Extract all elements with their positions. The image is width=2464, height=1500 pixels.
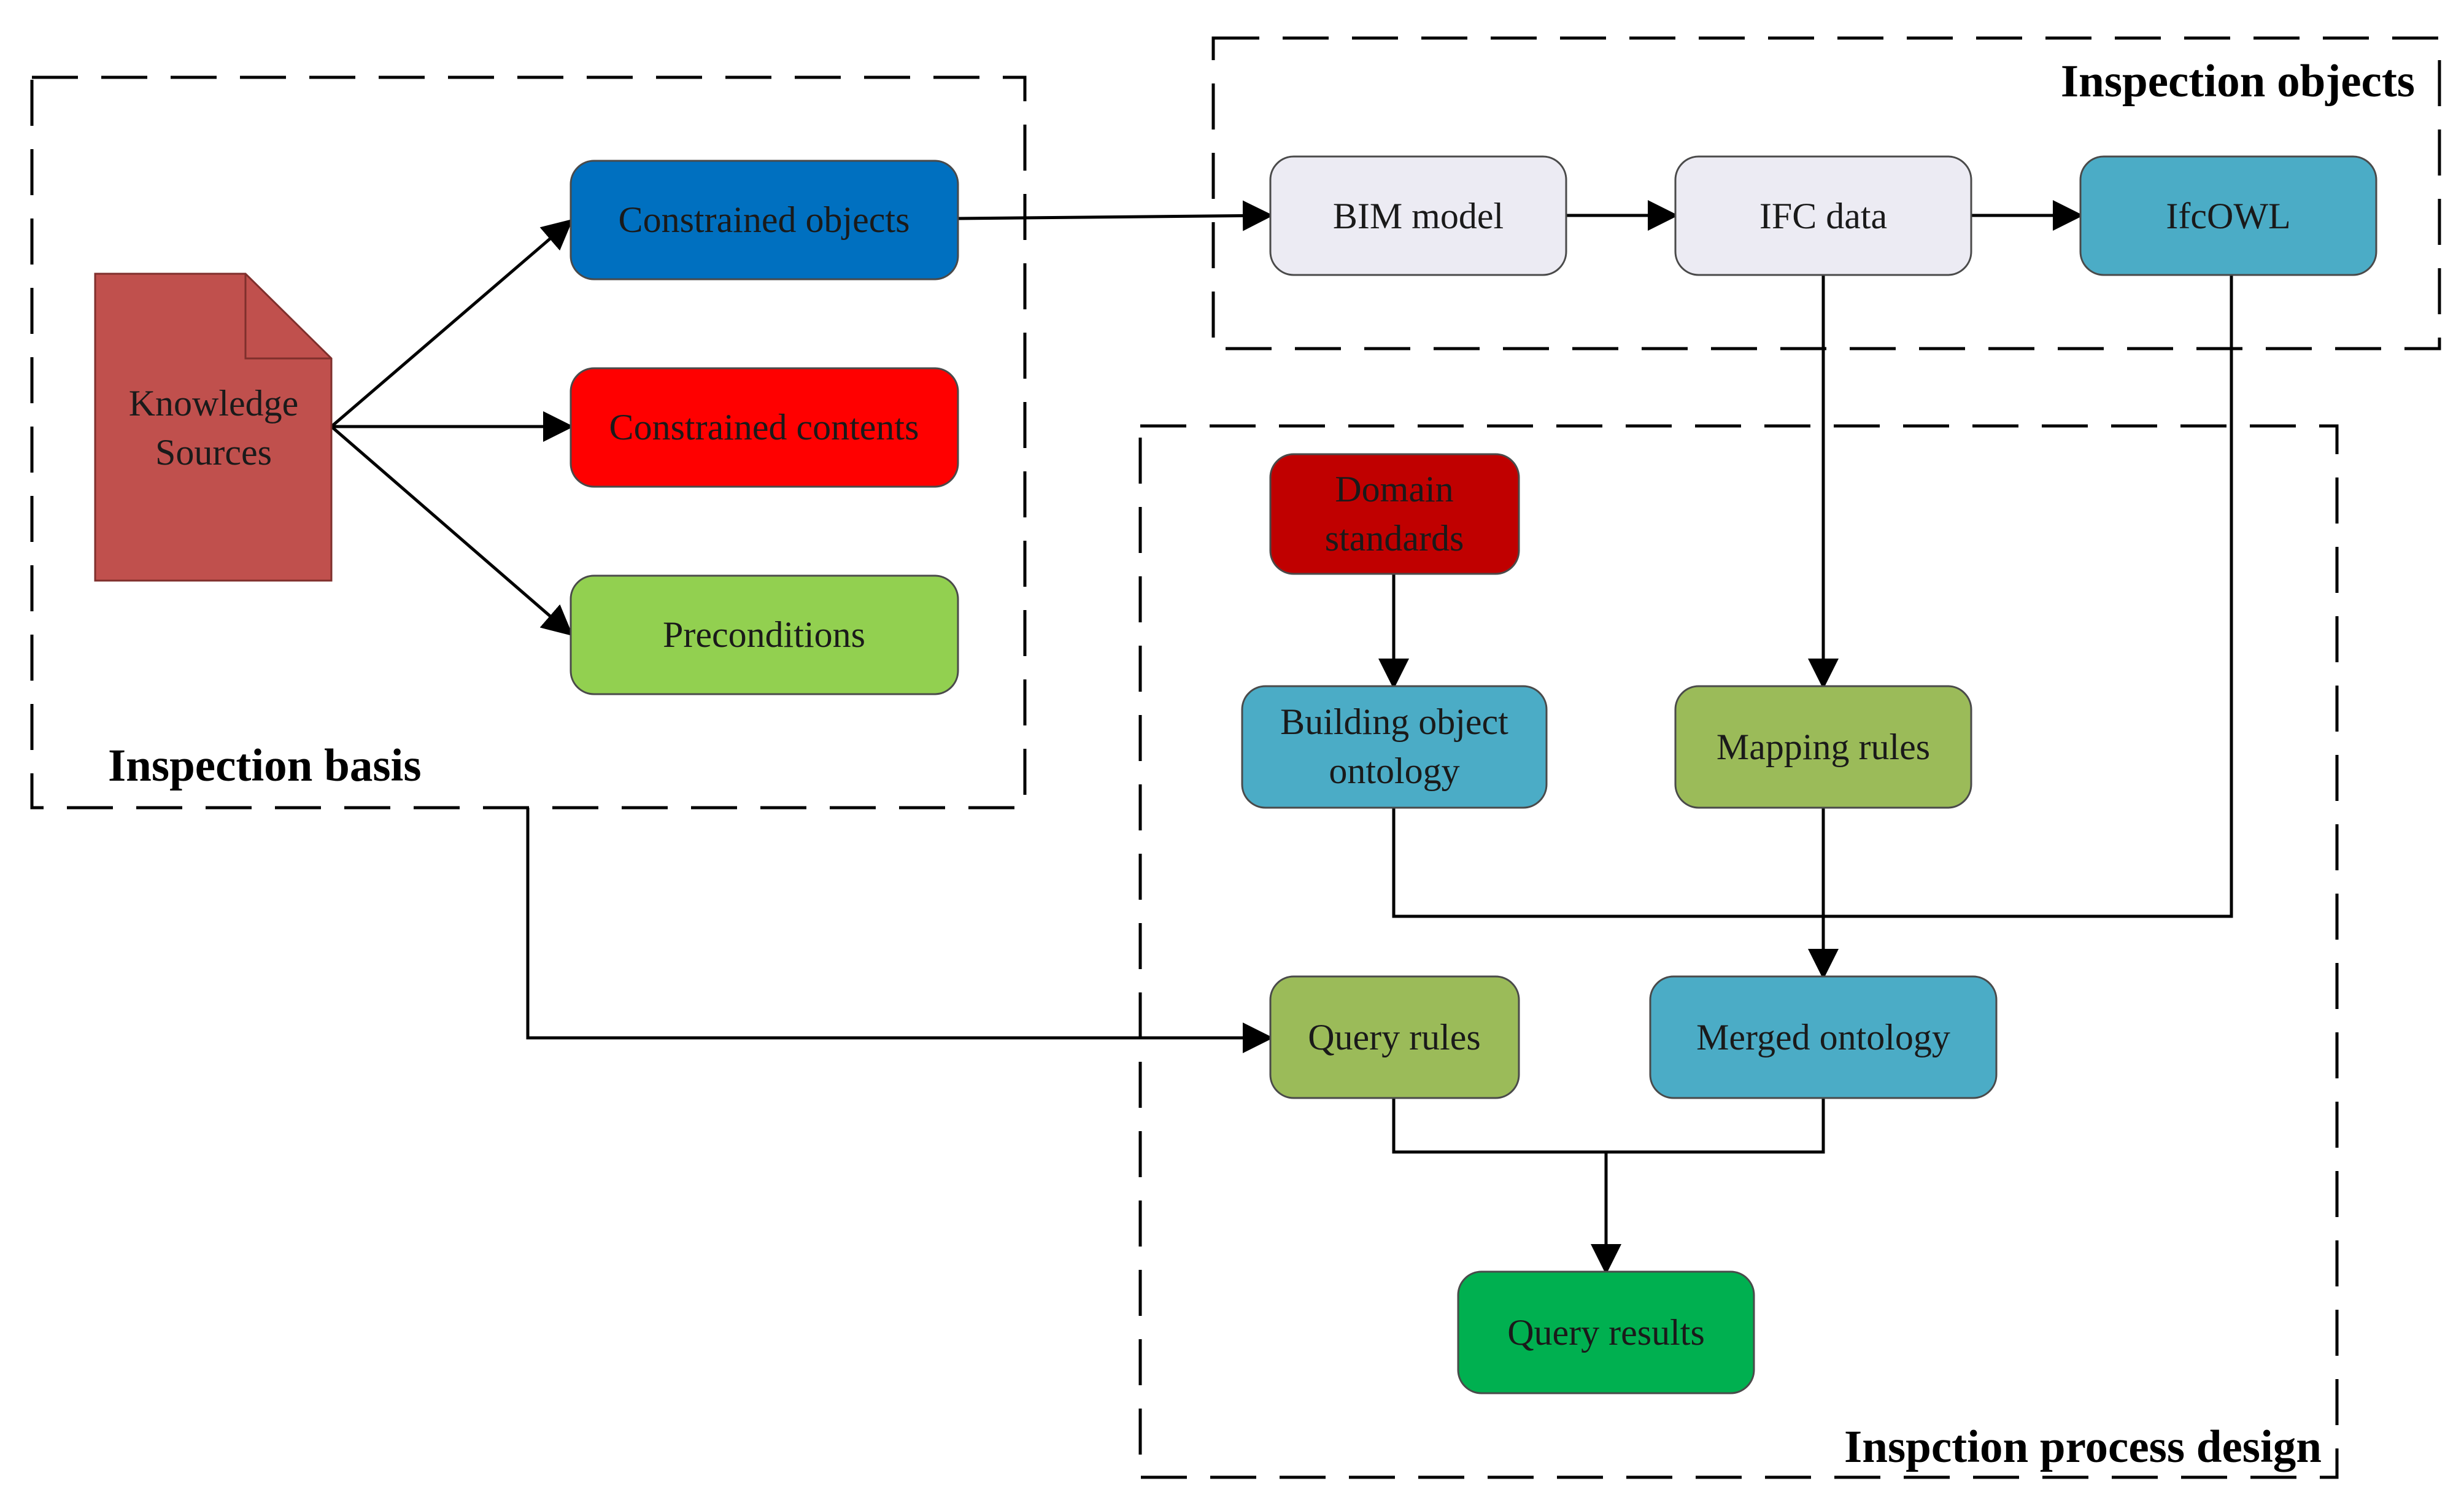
document-shape — [94, 273, 333, 582]
merged-ontology-box — [1649, 975, 1998, 1099]
bim-model-box — [1269, 155, 1567, 276]
constrained-contents-label: Constrained contents — [609, 407, 919, 447]
ifc-data-box — [1674, 155, 1972, 276]
building-object-ontology-box — [1241, 685, 1548, 809]
domain-standards-node: Domain standards — [1269, 453, 1520, 575]
merged-ontology-node: Merged ontology — [1649, 975, 1998, 1099]
preconditions-label: Preconditions — [663, 614, 865, 655]
merged-ontology-label: Merged ontology — [1696, 1017, 1950, 1057]
knowledge-sources-label-line2: Sources — [155, 432, 272, 473]
constrained-objects-box — [570, 160, 959, 280]
building-object-ontology-label-line2: ontology — [1329, 751, 1459, 791]
edge-inspection-basis-to-query-rules — [526, 808, 1273, 1053]
query-rules-label: Query rules — [1308, 1017, 1481, 1057]
ifc-data-label: IFC data — [1759, 196, 1887, 236]
mapping-rules-node: Mapping rules — [1674, 685, 1972, 809]
edge-building-object-ontology-to-merge-line — [1392, 275, 2233, 918]
bim-model-label: BIM model — [1333, 196, 1504, 236]
ifcowl-label: IfcOWL — [2166, 196, 2290, 236]
building-object-ontology-node: Building object ontology — [1241, 685, 1548, 809]
ifc-data-node: IFC data — [1674, 155, 1972, 276]
query-results-box — [1457, 1270, 1755, 1394]
knowledge-sources-node: Knowledge Sources — [94, 273, 333, 582]
edges — [330, 200, 2233, 1275]
query-results-node: Query results — [1457, 1270, 1755, 1394]
inspection-objects-frame — [1211, 36, 2441, 350]
query-results-label: Query results — [1507, 1312, 1705, 1353]
bim-model-node: BIM model — [1269, 155, 1567, 276]
preconditions-node: Preconditions — [570, 574, 959, 695]
ifcowl-node: IfcOWL — [2079, 155, 2377, 276]
edge-constrained-objects-to-bim-model — [957, 200, 1273, 231]
edge-knowledge-to-preconditions — [330, 425, 573, 636]
constrained-objects-node: Constrained objects — [570, 160, 959, 280]
mapping-rules-label: Mapping rules — [1717, 727, 1930, 767]
domain-standards-label-line2: standards — [1325, 518, 1464, 559]
document-fold — [244, 274, 331, 360]
query-rules-box — [1269, 975, 1520, 1099]
process-design-frame — [1138, 424, 2339, 1479]
domain-standards-box — [1269, 453, 1520, 575]
process-design-title: Inspction process design — [1844, 1421, 2322, 1472]
query-rules-node: Query rules — [1269, 975, 1520, 1099]
edge-knowledge-to-constrained-objects — [330, 218, 573, 428]
domain-standards-label-line1: Domain — [1335, 469, 1453, 509]
building-object-ontology-label-line1: Building object — [1280, 702, 1508, 742]
knowledge-sources-label-line1: Knowledge — [129, 383, 299, 423]
ifcowl-box — [2079, 155, 2377, 276]
constrained-contents-box — [570, 367, 959, 488]
inspection-basis-title: Inspection basis — [108, 740, 422, 791]
preconditions-box — [570, 574, 959, 695]
constrained-objects-label: Constrained objects — [619, 199, 910, 240]
constrained-contents-node: Constrained contents — [570, 367, 959, 488]
inspection-objects-title: Inspection objects — [2061, 56, 2415, 107]
edge-query-rules-to-join — [1392, 1098, 1825, 1154]
mapping-rules-box — [1674, 685, 1972, 809]
